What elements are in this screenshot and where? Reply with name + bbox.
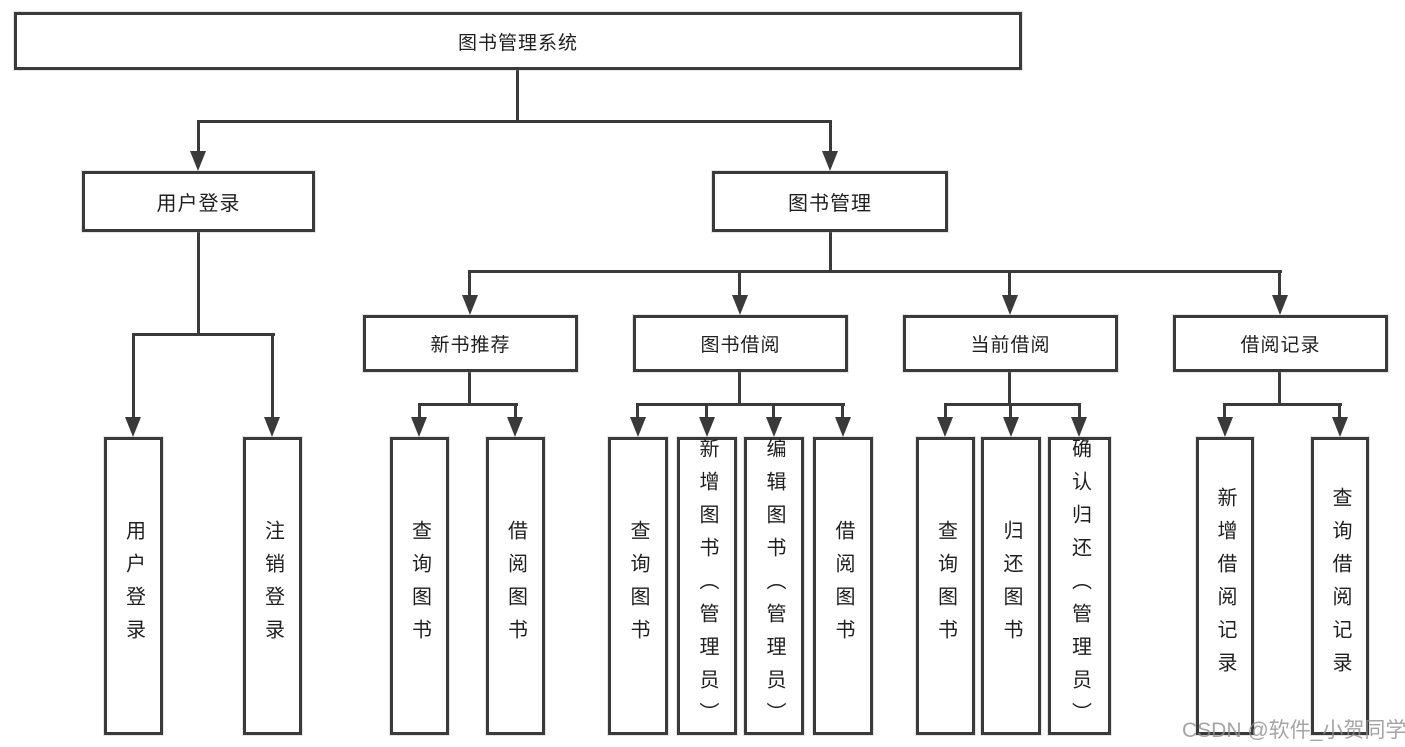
node-label: 查询图书 — [627, 520, 649, 652]
connector-drop-leaf — [418, 403, 421, 419]
node-add-borrow-record: 新增借阅记录 — [1196, 437, 1254, 735]
arrowhead-down — [1071, 417, 1087, 437]
watermark: CSDN @软件_小贺同学 — [1182, 719, 1405, 742]
connector-currentborrow-drop — [1008, 372, 1011, 406]
node-label: 图书管理 — [788, 193, 872, 215]
connector-currentborrow-rail — [944, 403, 1081, 406]
node-query-books-current: 查询图书 — [916, 437, 975, 735]
connector-drop-currentborrow — [1008, 270, 1011, 297]
connector-userlogin-drop — [197, 232, 200, 336]
connector-drop-leaf — [271, 333, 274, 419]
node-confirm-return-admin: 确认归还（管理员） — [1048, 437, 1111, 735]
arrowhead-down — [1217, 417, 1233, 437]
node-user-login-leaf: 用户登录 — [104, 437, 163, 735]
connector-drop-leaf — [841, 403, 844, 419]
node-label: 图书借阅 — [700, 335, 781, 356]
arrowhead-down — [264, 417, 280, 437]
connector-drop-leaf — [944, 403, 947, 419]
node-label: 查询图书 — [408, 520, 431, 652]
node-add-books-admin: 新增图书（管理员） — [677, 437, 737, 735]
node-label: 注销登录 — [261, 520, 284, 652]
node-query-books-newbook: 查询图书 — [390, 437, 449, 735]
connector-userlogin-rail — [132, 333, 275, 336]
connector-drop-leaf — [1338, 403, 1341, 419]
node-label: 归还图书 — [1000, 520, 1022, 652]
connector-bookmgmt-drop — [829, 232, 832, 273]
connector-drop-leaf — [514, 403, 517, 419]
node-label: 用户登录 — [122, 520, 145, 652]
node-label: 借阅图书 — [832, 520, 854, 652]
node-label: 新增借阅记录 — [1214, 487, 1236, 685]
node-borrowing-records: 借阅记录 — [1173, 315, 1388, 372]
connector-drop-leaf — [1223, 403, 1226, 419]
arrowhead-down — [822, 151, 838, 171]
connector-level2-rail — [197, 120, 832, 123]
connector-drop-leaf — [1078, 403, 1081, 419]
node-label: 图书管理系统 — [457, 32, 578, 54]
connector-drop-leaf — [132, 333, 135, 419]
arrowhead-down — [699, 417, 715, 437]
connector-drop-leaf — [636, 403, 639, 419]
connector-newbook-rail — [418, 403, 518, 406]
node-label: 新书推荐 — [430, 335, 511, 356]
connector-level3-rail — [468, 270, 1282, 273]
arrowhead-down — [937, 417, 953, 437]
node-new-book-recommend: 新书推荐 — [363, 315, 578, 372]
arrowhead-down — [507, 417, 523, 437]
node-borrow-books-newbook: 借阅图书 — [486, 437, 545, 735]
arrowhead-down — [125, 417, 141, 437]
connector-borrowrecord-rail — [1223, 403, 1342, 406]
node-logout-leaf: 注销登录 — [243, 437, 302, 735]
connector-drop-book-mgmt — [829, 120, 832, 153]
node-label: 当前借阅 — [970, 335, 1051, 356]
node-query-borrow-record: 查询借阅记录 — [1311, 437, 1369, 735]
node-borrow-books-borrow: 借阅图书 — [813, 437, 873, 735]
arrowhead-down — [835, 417, 851, 437]
connector-bookborrow-drop — [738, 372, 741, 406]
node-label: 查询借阅记录 — [1329, 487, 1351, 685]
connector-drop-borrowrecord — [1278, 270, 1281, 297]
node-label: 借阅记录 — [1240, 335, 1321, 356]
connector-root-drop — [516, 70, 519, 123]
node-label: 新增图书（管理员） — [696, 437, 718, 735]
node-query-books-borrow: 查询图书 — [608, 437, 668, 735]
connector-bookborrow-rail — [636, 403, 845, 406]
node-label: 用户登录 — [156, 193, 241, 215]
arrowhead-down — [1272, 295, 1288, 315]
node-book-management: 图书管理 — [712, 171, 948, 232]
connector-drop-leaf — [1009, 403, 1012, 419]
connector-drop-user-login — [197, 120, 200, 153]
arrowhead-down — [1002, 295, 1018, 315]
arrowhead-down — [1003, 417, 1019, 437]
connector-drop-leaf — [705, 403, 708, 419]
node-book-borrowing: 图书借阅 — [633, 315, 848, 372]
arrowhead-down — [630, 417, 646, 437]
node-label: 编辑图书（管理员） — [763, 437, 785, 735]
connector-drop-leaf — [772, 403, 775, 419]
node-current-borrowing: 当前借阅 — [903, 315, 1118, 372]
connector-drop-newbook — [468, 270, 471, 297]
arrowhead-down — [1332, 417, 1348, 437]
node-library-system: 图书管理系统 — [14, 12, 1022, 70]
arrowhead-down — [462, 295, 478, 315]
node-user-login: 用户登录 — [82, 171, 315, 232]
node-edit-books-admin: 编辑图书（管理员） — [744, 437, 804, 735]
node-return-books: 归还图书 — [981, 437, 1041, 735]
connector-drop-bookborrow — [738, 270, 741, 297]
arrowhead-down — [411, 417, 427, 437]
connector-newbook-drop — [468, 372, 471, 406]
connector-borrowrecord-drop — [1278, 372, 1281, 406]
node-label: 确认归还（管理员） — [1068, 437, 1091, 735]
arrowhead-down — [190, 151, 206, 171]
arrowhead-down — [732, 295, 748, 315]
node-label: 借阅图书 — [504, 520, 527, 652]
arrowhead-down — [766, 417, 782, 437]
node-label: 查询图书 — [934, 520, 957, 652]
